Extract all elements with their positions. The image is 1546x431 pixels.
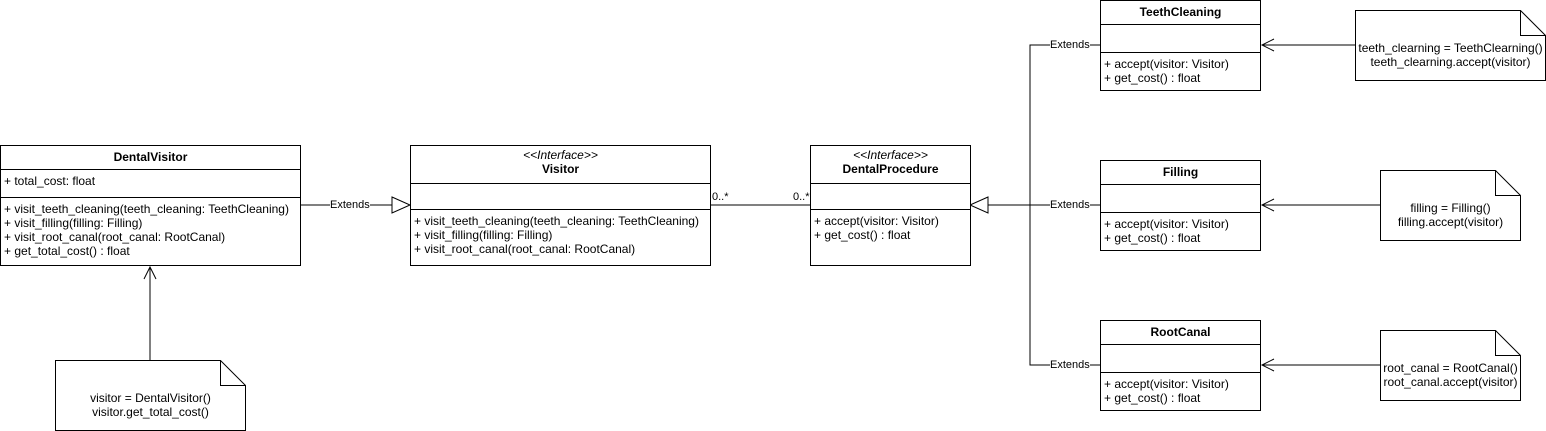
extends-label: Extends xyxy=(1050,39,1090,51)
stereotype: <<Interface>> xyxy=(853,148,928,162)
note-line: visitor = DentalVisitor() xyxy=(90,391,211,405)
method: + visit_filling(filling: Filling) xyxy=(4,216,143,230)
note-visitor-usage[interactable]: visitor = DentalVisitor() visitor.get_to… xyxy=(55,360,246,431)
note-line: teeth_clearning = TeethClearning() xyxy=(1358,41,1543,55)
edge-rootcanal-dentalprocedure xyxy=(1029,205,1100,366)
generalization-arrowhead xyxy=(391,196,412,214)
note-root-canal-usage[interactable]: root_canal = RootCanal() root_canal.acce… xyxy=(1380,330,1521,401)
class-header: RootCanal xyxy=(1101,321,1260,345)
extends-label: Extends xyxy=(1050,359,1090,371)
class-header: <<Interface>> DentalProcedure xyxy=(811,146,970,184)
class-visitor[interactable]: <<Interface>> Visitor + visit_teeth_clea… xyxy=(410,145,711,266)
note-line: filling.accept(visitor) xyxy=(1397,215,1504,229)
class-header: DentalVisitor xyxy=(1,146,300,170)
method: + get_cost() : float xyxy=(814,228,911,242)
note-shape xyxy=(1380,170,1521,241)
open-arrowhead xyxy=(143,265,157,280)
methods-section: + visit_teeth_cleaning(teeth_cleaning: T… xyxy=(411,210,710,260)
note-line: root_canal = RootCanal() xyxy=(1383,361,1518,375)
class-name: DentalVisitor xyxy=(113,150,188,164)
attributes-section xyxy=(411,184,710,210)
note-line: filling = Filling() xyxy=(1410,201,1491,215)
attributes-section: + total_cost: float xyxy=(1,170,300,198)
note-shape xyxy=(1380,330,1521,401)
open-arrowhead xyxy=(1260,38,1275,52)
attributes-section xyxy=(1101,25,1260,53)
class-dental-procedure[interactable]: <<Interface>> DentalProcedure + accept(v… xyxy=(810,145,971,266)
class-root-canal[interactable]: RootCanal + accept(visitor: Visitor) + g… xyxy=(1100,320,1261,411)
note-filling-usage[interactable]: filling = Filling() filling.accept(visit… xyxy=(1380,170,1521,241)
methods-section: + accept(visitor: Visitor) + get_cost() … xyxy=(811,210,970,246)
class-name: TeethCleaning xyxy=(1139,5,1222,19)
class-header: TeethCleaning xyxy=(1101,1,1260,25)
methods-section: + accept(visitor: Visitor) + get_cost() … xyxy=(1101,373,1260,409)
method: + visit_root_canal(root_canal: RootCanal… xyxy=(4,230,226,244)
attribute: + total_cost: float xyxy=(4,174,96,188)
note-line: root_canal.accept(visitor) xyxy=(1383,375,1518,389)
method: + accept(visitor: Visitor) xyxy=(814,214,939,228)
extends-label: Extends xyxy=(1050,199,1090,211)
class-name: Filling xyxy=(1162,165,1199,179)
open-arrowhead xyxy=(1260,358,1275,372)
method: + accept(visitor: Visitor) xyxy=(1104,377,1229,391)
attributes-section xyxy=(1101,345,1260,373)
class-name: Visitor xyxy=(541,162,580,176)
multiplicity-label: 0..* xyxy=(793,191,810,203)
methods-section: + visit_teeth_cleaning(teeth_cleaning: T… xyxy=(1,198,300,262)
method: + get_cost() : float xyxy=(1104,391,1201,405)
class-header: <<Interface>> Visitor xyxy=(411,146,710,184)
attributes-section xyxy=(1101,185,1260,213)
methods-section: + accept(visitor: Visitor) + get_cost() … xyxy=(1101,53,1260,89)
note-shape xyxy=(55,360,246,431)
method: + visit_root_canal(root_canal: RootCanal… xyxy=(414,242,636,256)
class-filling[interactable]: Filling + accept(visitor: Visitor) + get… xyxy=(1100,160,1261,251)
generalization-arrowhead xyxy=(968,196,989,214)
note-line: teeth_clearning.accept(visitor) xyxy=(1370,55,1531,69)
class-teeth-cleaning[interactable]: TeethCleaning + accept(visitor: Visitor)… xyxy=(1100,0,1261,91)
edge-teethcleaning-dentalprocedure xyxy=(1029,44,1100,205)
attributes-section xyxy=(811,184,970,210)
extends-label: Extends xyxy=(330,199,370,211)
class-header: Filling xyxy=(1101,161,1260,185)
class-name: DentalProcedure xyxy=(842,162,939,176)
class-name: RootCanal xyxy=(1150,325,1211,339)
method: + accept(visitor: Visitor) xyxy=(1104,57,1229,71)
method: + visit_filling(filling: Filling) xyxy=(414,228,553,242)
class-dental-visitor[interactable]: DentalVisitor + total_cost: float + visi… xyxy=(0,145,301,266)
method: + get_cost() : float xyxy=(1104,231,1201,245)
note-line: visitor.get_total_cost() xyxy=(92,405,209,419)
stereotype: <<Interface>> xyxy=(523,148,598,162)
method: + visit_teeth_cleaning(teeth_cleaning: T… xyxy=(4,202,289,216)
note-teeth-cleaning-usage[interactable]: teeth_clearning = TeethClearning() teeth… xyxy=(1355,10,1546,81)
multiplicity-label: 0..* xyxy=(712,191,729,203)
method: + get_cost() : float xyxy=(1104,71,1201,85)
method: + get_total_cost() : float xyxy=(4,244,130,258)
open-arrowhead xyxy=(1260,198,1275,212)
method: + accept(visitor: Visitor) xyxy=(1104,217,1229,231)
methods-section: + accept(visitor: Visitor) + get_cost() … xyxy=(1101,213,1260,249)
method: + visit_teeth_cleaning(teeth_cleaning: T… xyxy=(414,214,699,228)
